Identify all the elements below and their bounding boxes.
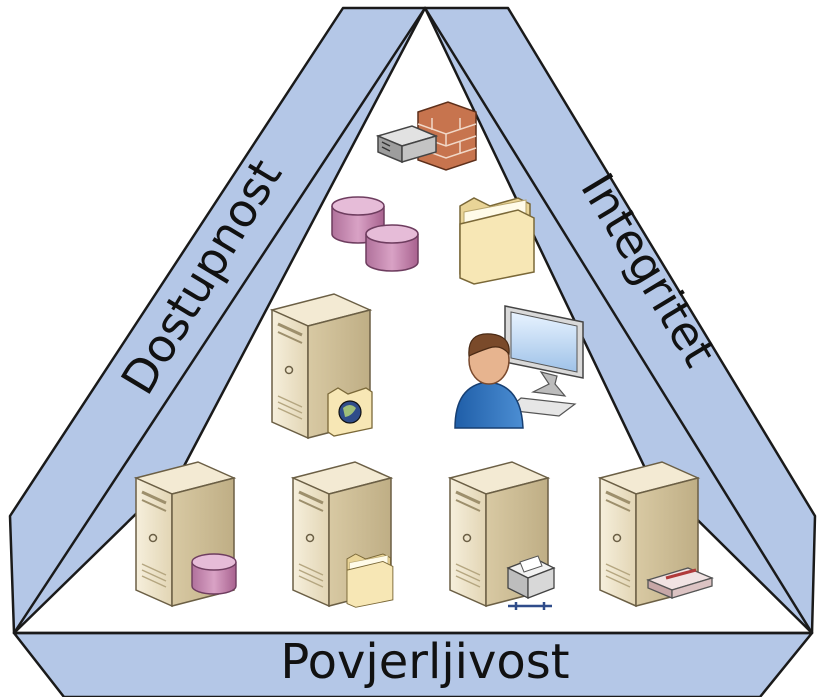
fax-server-icon [598,460,714,608]
file-server-icon [291,460,394,608]
web-server-icon [270,292,373,440]
print-server-icon [448,460,556,610]
database-icon [331,196,419,272]
router-firewall-icon [375,101,477,171]
user-workstation-icon [454,305,584,429]
database-server-icon [134,460,237,608]
label-povjerljivost: Povjerljivost [280,634,569,690]
folder-icon [459,197,535,285]
triangle-frame [8,6,817,697]
